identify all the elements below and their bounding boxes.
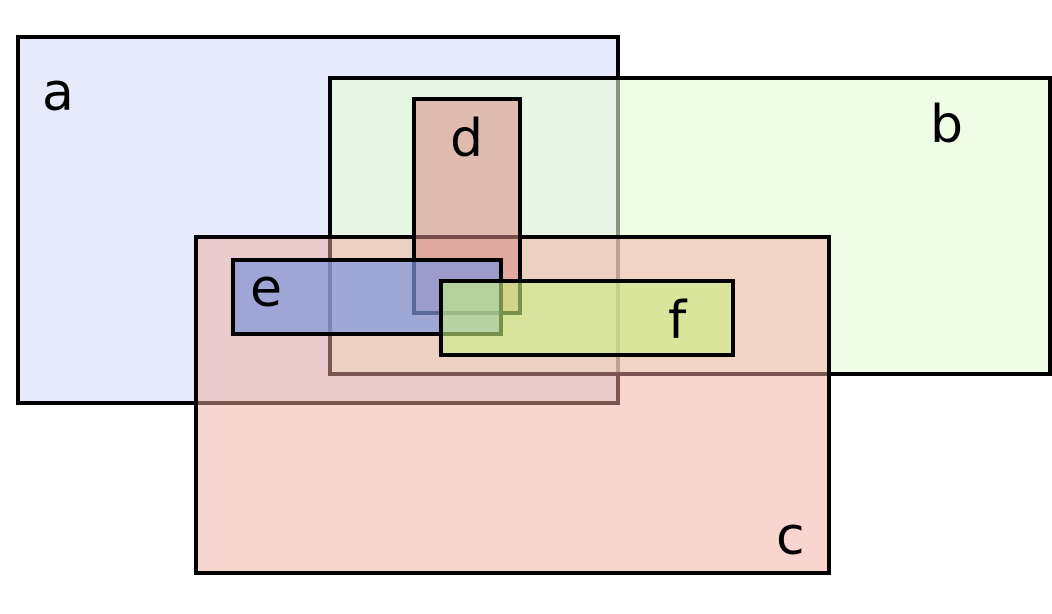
set-b-label: b [930, 95, 963, 155]
set-d-label: d [450, 109, 483, 169]
set-f-rect [439, 279, 735, 357]
set-e-label: e [250, 259, 282, 319]
set-c-label: c [776, 507, 805, 567]
set-f-label: f [668, 291, 688, 351]
set-a-label: a [42, 63, 74, 123]
